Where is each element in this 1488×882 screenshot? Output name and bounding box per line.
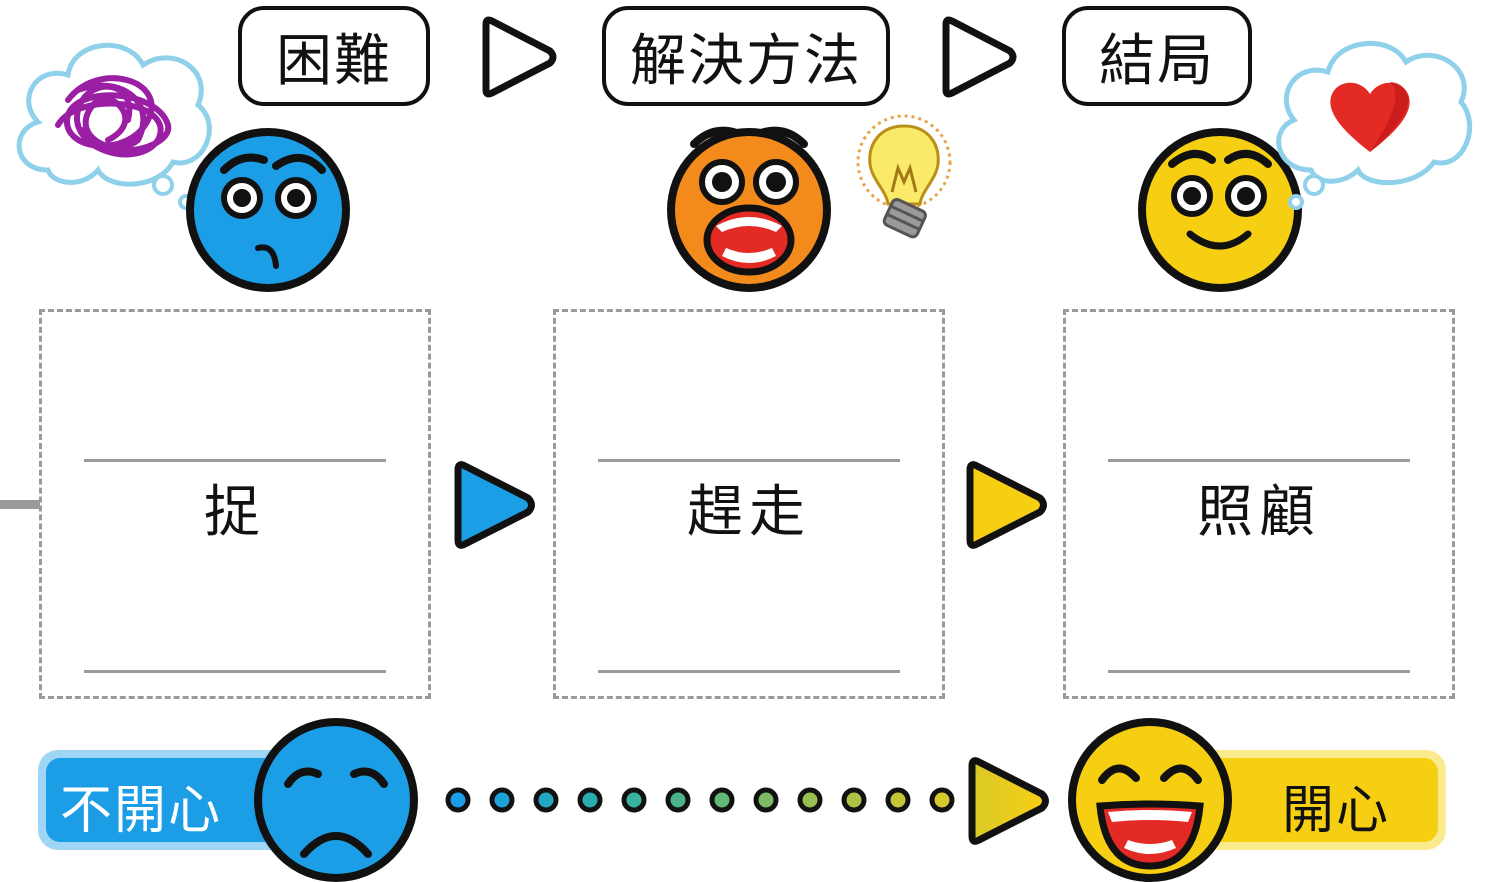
word-card-difficulty: 捉 [39, 309, 431, 699]
writing-line [84, 459, 386, 462]
thought-bubble-scribble-icon [16, 42, 212, 210]
step-label-ending: 結局 [1062, 6, 1252, 106]
blue-arrow-icon [454, 461, 535, 549]
lightbulb-icon [856, 114, 952, 239]
worried-face-icon [186, 128, 350, 292]
smiling-face-icon [1138, 128, 1302, 292]
writing-line [84, 670, 386, 673]
mood-arrow-icon [968, 757, 1049, 845]
step-label-solution: 解決方法 [602, 6, 890, 106]
header-arrow-icon [942, 16, 1017, 98]
writing-line [1108, 670, 1410, 673]
writing-line [1108, 459, 1410, 462]
card-word: 趕走 [687, 479, 811, 545]
writing-line [598, 670, 900, 673]
header-arrow-icon [482, 16, 557, 98]
card-word: 捉 [204, 479, 266, 545]
word-card-solution: 趕走 [553, 309, 945, 699]
progress-dots [445, 787, 955, 813]
happy-label: 開心 [1282, 781, 1391, 841]
writing-line [598, 459, 900, 462]
thought-bubble-heart-icon [1276, 41, 1473, 210]
sad-face-icon [254, 718, 418, 882]
step-label-difficulty: 困難 [238, 6, 430, 106]
yellow-arrow-icon [966, 461, 1047, 549]
unhappy-label: 不開心 [60, 781, 223, 841]
connector-stub [0, 500, 40, 509]
shouting-face-icon [667, 126, 831, 292]
word-card-ending: 照顧 [1063, 309, 1455, 699]
card-word: 照顧 [1197, 479, 1321, 545]
laughing-face-icon [1068, 718, 1232, 882]
